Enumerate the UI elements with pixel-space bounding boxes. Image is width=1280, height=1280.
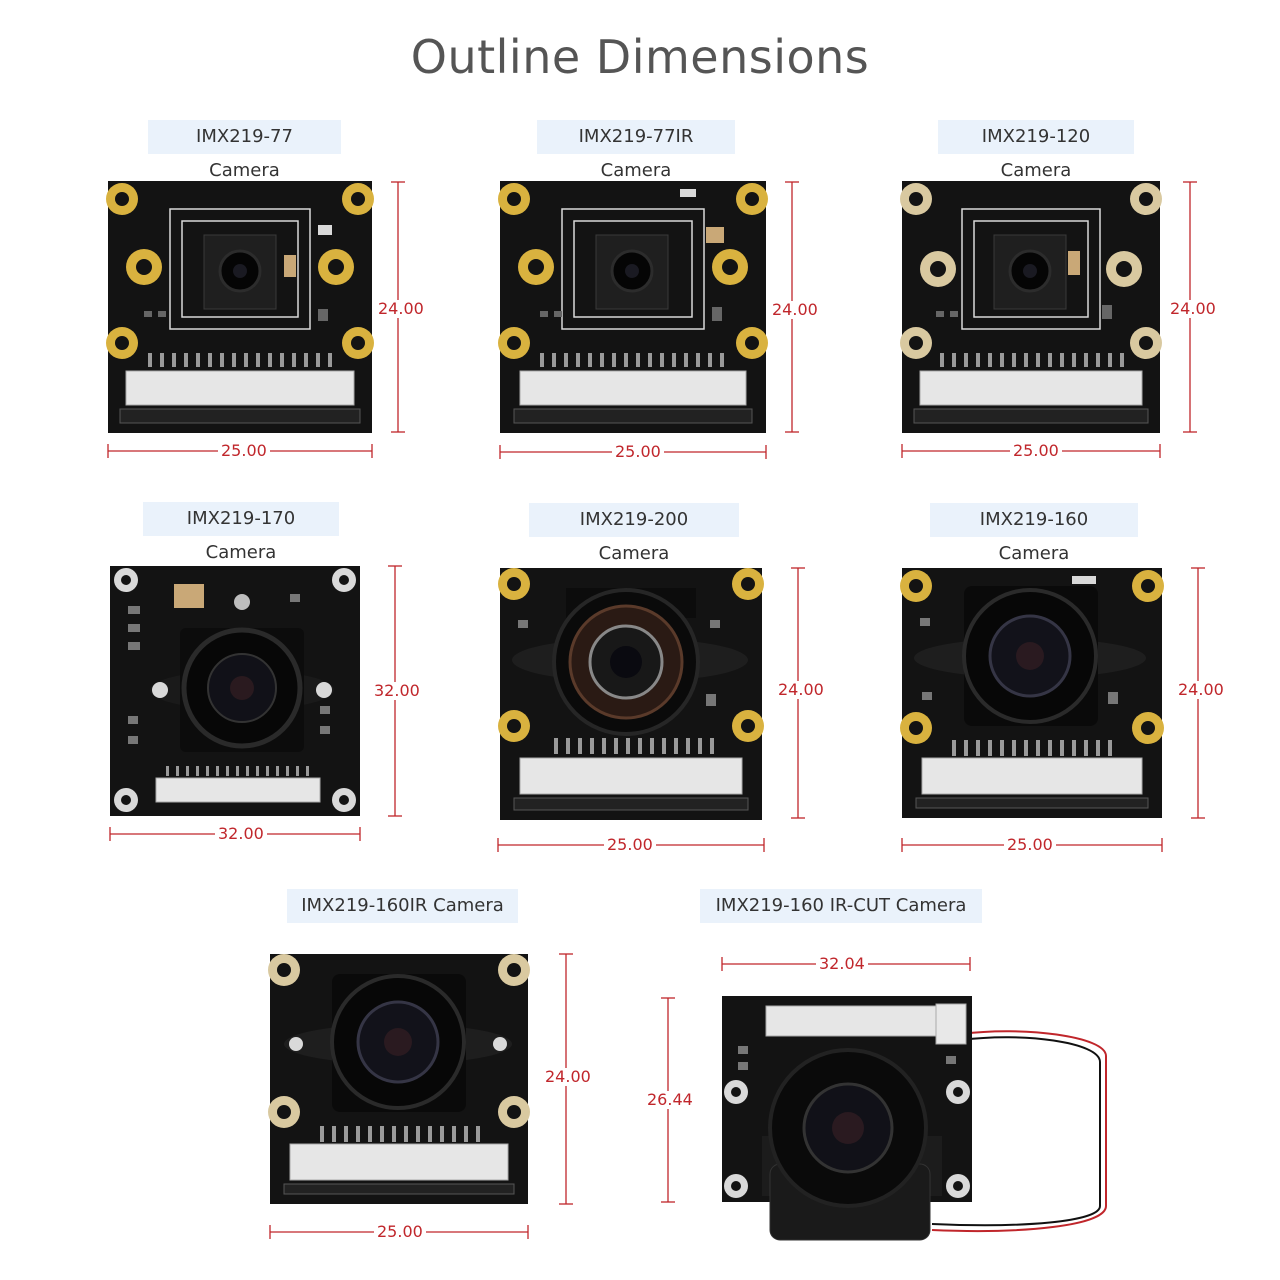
camera-board-imx219-170 — [110, 566, 360, 816]
camera-label-imx219-170: IMX219-170 Camera — [143, 502, 339, 563]
camera-4-height: 32.00 — [371, 682, 423, 700]
camera-3-width: 25.00 — [1010, 442, 1062, 460]
camera-1-width: 25.00 — [218, 442, 270, 460]
camera-label-imx219-160: IMX219-160 Camera — [930, 503, 1138, 564]
camera-board-imx219-77ir — [498, 181, 768, 433]
camera-label-imx219-200: IMX219-200 Camera — [529, 503, 739, 564]
camera-1-height: 24.00 — [375, 300, 427, 318]
camera-8-height: 26.44 — [644, 1091, 696, 1109]
camera-label-imx219-160ir: IMX219-160IR Camera — [287, 889, 518, 923]
camera-6-width: 25.00 — [1004, 836, 1056, 854]
camera-8-width: 32.04 — [816, 955, 868, 973]
camera-3-height: 24.00 — [1167, 300, 1219, 318]
camera-label-imx219-77ir: IMX219-77IR Camera — [537, 120, 735, 181]
camera-label-imx219-77: IMX219-77 Camera — [148, 120, 341, 181]
camera-board-imx219-160 — [900, 568, 1164, 818]
camera-board-imx219-160ir — [268, 954, 530, 1204]
camera-7-height: 24.00 — [542, 1068, 594, 1086]
camera-label-imx219-120: IMX219-120 Camera — [938, 120, 1134, 181]
camera-5-height: 24.00 — [775, 681, 827, 699]
camera-2-height: 24.00 — [769, 301, 821, 319]
camera-board-imx219-120 — [900, 181, 1162, 433]
camera-board-imx219-160-ircut — [722, 996, 1107, 1241]
camera-board-imx219-77 — [106, 181, 374, 433]
camera-7-width: 25.00 — [374, 1223, 426, 1241]
page-title: Outline Dimensions — [410, 30, 870, 84]
camera-5-width: 25.00 — [604, 836, 656, 854]
camera-2-width: 25.00 — [612, 443, 664, 461]
camera-label-imx219-160-ircut: IMX219-160 IR-CUT Camera — [700, 889, 982, 923]
camera-6-height: 24.00 — [1175, 681, 1227, 699]
camera-4-width: 32.00 — [215, 825, 267, 843]
camera-board-imx219-200 — [498, 568, 764, 820]
